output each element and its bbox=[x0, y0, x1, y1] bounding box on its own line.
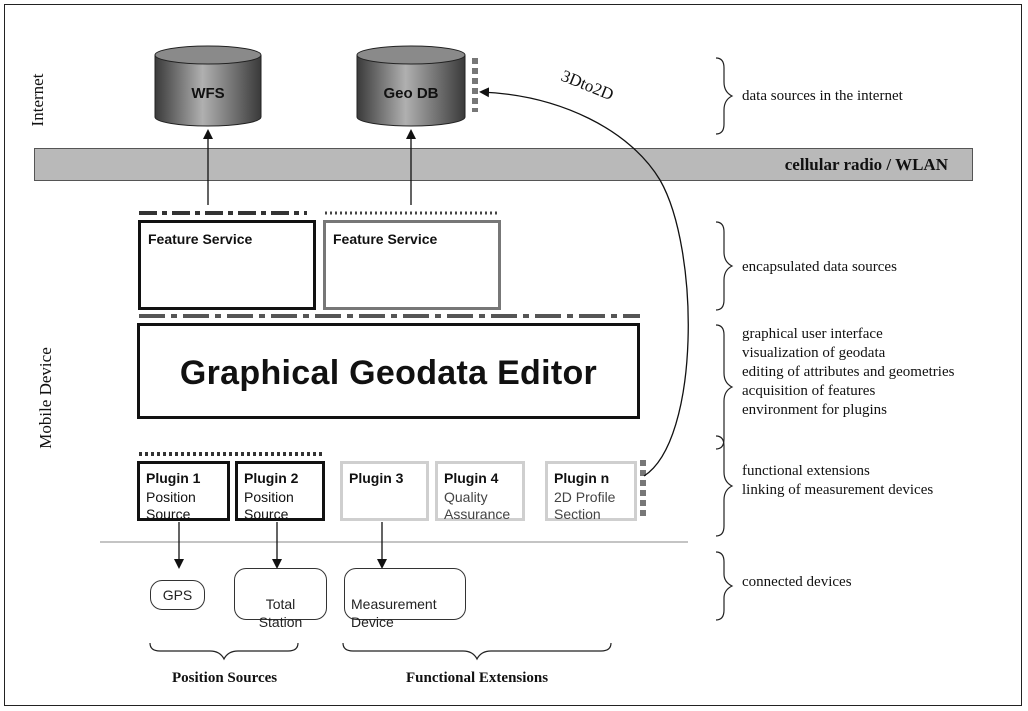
geodb-cylinder: Geo DB bbox=[356, 45, 478, 127]
encapsulated-brace bbox=[715, 221, 734, 311]
plugin-2: Plugin 2 Position Source bbox=[235, 461, 325, 522]
plugin-2-desc: Position Source bbox=[244, 489, 294, 522]
annotation-internet: data sources in the internet bbox=[742, 88, 903, 104]
3dto2d-label: 3Dto2D bbox=[559, 66, 617, 104]
wfs-label: WFS bbox=[191, 85, 224, 102]
plugin-2-name: Plugin 2 bbox=[244, 470, 299, 486]
device-total-station: Total Station bbox=[234, 568, 327, 630]
internet-brace bbox=[715, 57, 734, 135]
functional-extensions-label: Functional Extensions bbox=[406, 670, 549, 686]
position-sources-brace bbox=[149, 642, 299, 661]
plugin-4-desc: Quality Assurance bbox=[444, 489, 511, 522]
plugin-1-desc: Position Source bbox=[146, 489, 196, 522]
annotation-connected: connected devices bbox=[742, 574, 852, 590]
feature-service-title-1: Feature Service bbox=[148, 231, 253, 247]
device-measurement-label: Measurement Device bbox=[351, 596, 437, 630]
plugin-1: Plugin 1 Position Source bbox=[137, 461, 230, 522]
plugin-4: Plugin 4 Quality Assurance bbox=[435, 461, 525, 522]
geodb-label: Geo DB bbox=[383, 85, 438, 102]
device-measurement: Measurement Device bbox=[344, 568, 466, 630]
network-band: cellular radio / WLAN bbox=[34, 148, 973, 181]
device-gps: GPS bbox=[150, 580, 205, 610]
annotation-gui: graphical user interface visualization o… bbox=[742, 326, 955, 418]
diagram-frame bbox=[4, 4, 1022, 706]
functional-extensions-brace bbox=[342, 642, 612, 661]
plugin-1-name: Plugin 1 bbox=[146, 470, 201, 486]
editor-title: Graphical Geodata Editor bbox=[179, 354, 598, 392]
device-total-station-label: Total Station bbox=[258, 596, 303, 630]
plugin-3: Plugin 3 bbox=[340, 461, 429, 521]
plugin-n-desc: 2D Profile Section bbox=[554, 489, 616, 522]
geodata-editor-box: Graphical Geodata Editor bbox=[137, 323, 640, 419]
annotation-encapsulated: encapsulated data sources bbox=[742, 259, 897, 275]
functional-brace bbox=[715, 435, 734, 537]
feature-service-title-2: Feature Service bbox=[333, 231, 438, 247]
3dto2d-arrow bbox=[479, 87, 689, 477]
position-sources-label: Position Sources bbox=[172, 670, 278, 686]
plugin-4-name: Plugin 4 bbox=[444, 470, 499, 486]
plugin-n: Plugin n 2D Profile Section bbox=[545, 461, 637, 522]
device-gps-label: GPS bbox=[162, 587, 193, 603]
plugin-n-name: Plugin n bbox=[554, 470, 610, 486]
gui-brace bbox=[715, 324, 734, 450]
network-band-label: cellular radio / WLAN bbox=[784, 155, 948, 174]
wfs-cylinder: WFS bbox=[154, 45, 262, 127]
connected-brace bbox=[715, 551, 734, 621]
annotation-functional: functional extensions linking of measure… bbox=[742, 463, 934, 498]
plugin-3-name: Plugin 3 bbox=[349, 470, 404, 486]
feature-service-box-1: Feature Service bbox=[138, 220, 316, 310]
feature-service-box-2: Feature Service bbox=[323, 220, 501, 310]
